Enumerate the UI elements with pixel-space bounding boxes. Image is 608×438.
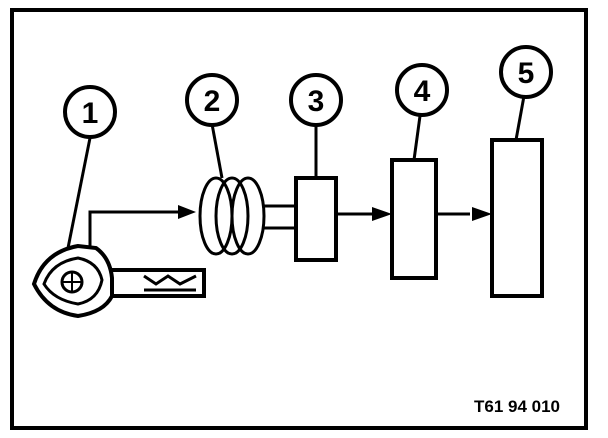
callout-leaders [66,95,526,249]
callout-2-label: 2 [204,85,221,118]
callout-5: 5 [499,45,553,99]
coil-antenna-icon [198,176,266,256]
module-5-box [490,138,544,298]
callout-4: 4 [395,63,449,117]
module-3-box [294,176,338,262]
signal-lines [88,204,470,248]
diagram-frame [10,8,588,430]
arrowheads [178,205,492,221]
callout-3: 3 [289,73,343,127]
callout-1: 1 [63,85,117,139]
callout-5-label: 5 [518,57,535,90]
callout-3-label: 3 [308,85,325,118]
arrow-to-module-5-icon [472,207,492,221]
arrow-to-module-4-icon [372,207,392,221]
callout-2: 2 [185,73,239,127]
module-4-box [390,158,438,280]
arrow-to-coil-icon [178,205,196,219]
callout-1-label: 1 [82,97,99,130]
callout-4-label: 4 [414,75,431,108]
reference-code: T61 94 010 [474,397,560,416]
key-icon [31,243,206,319]
